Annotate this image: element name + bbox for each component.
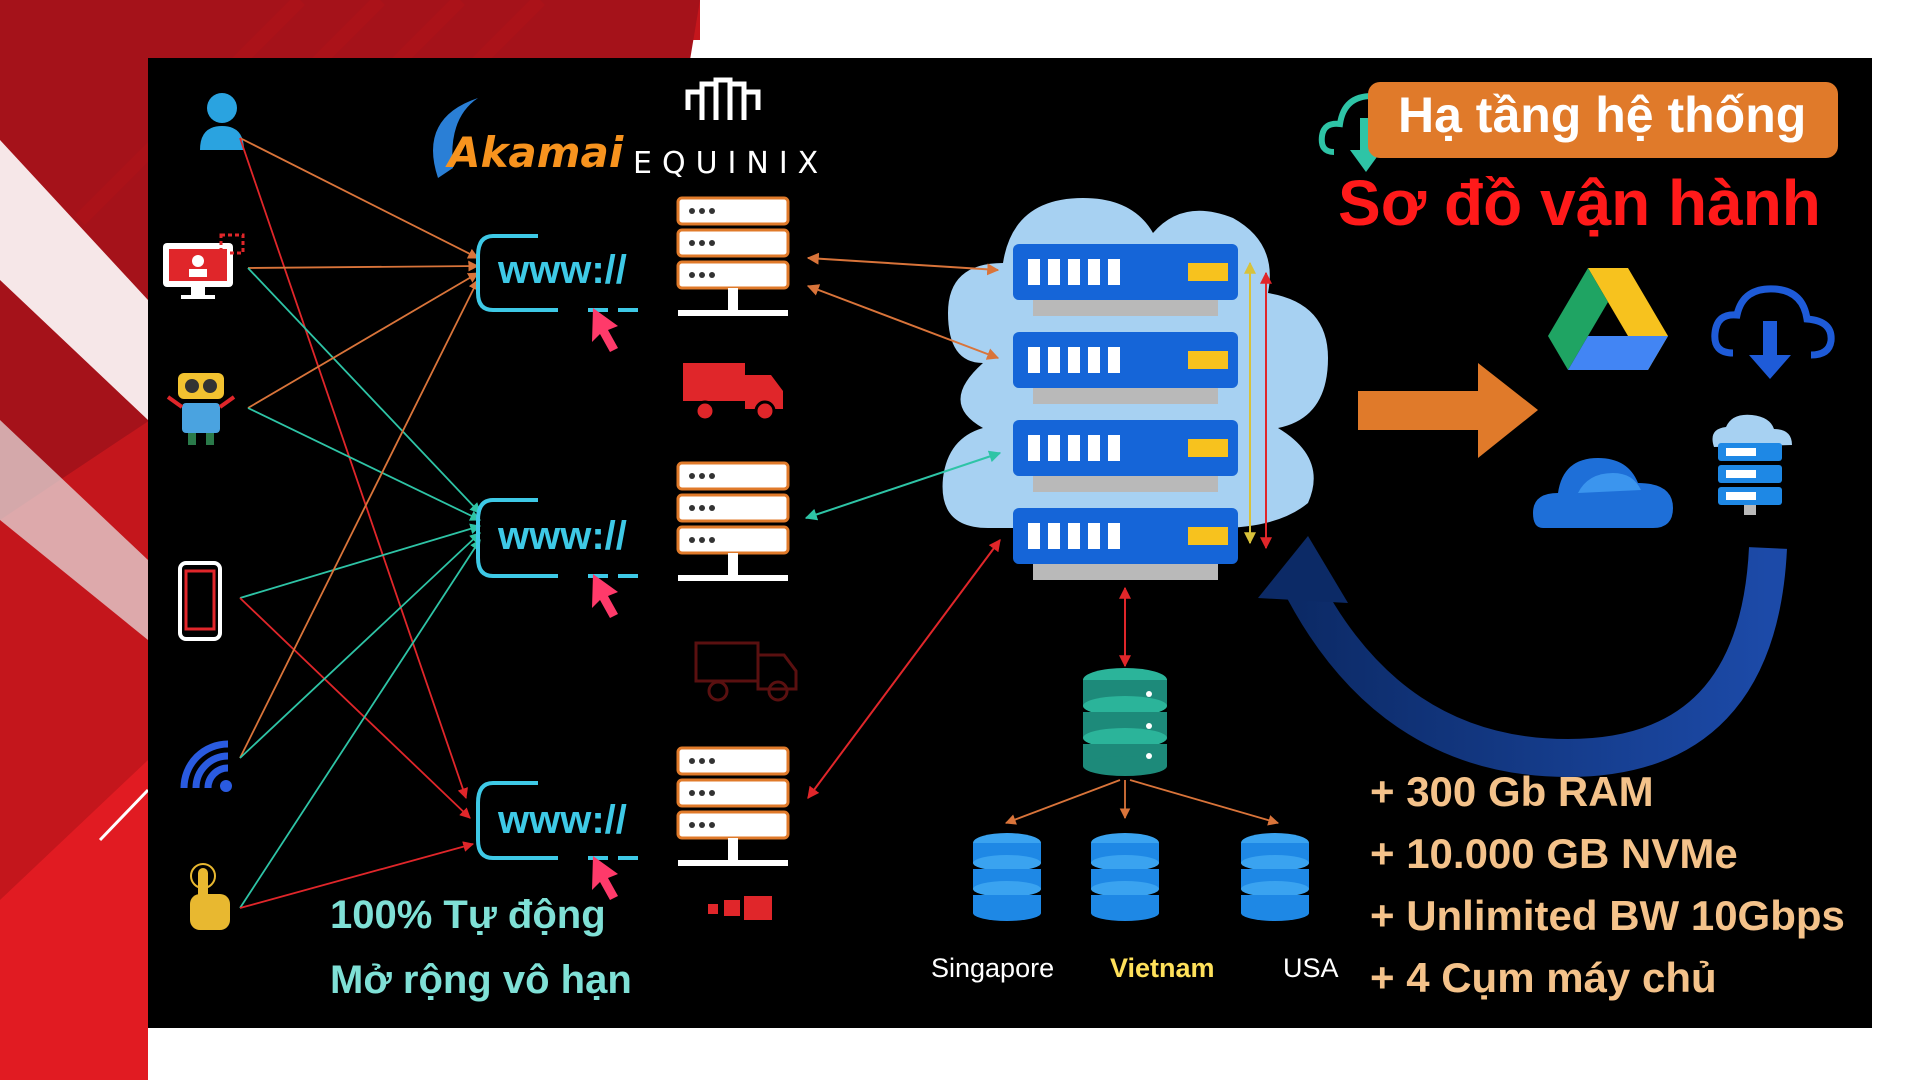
title-line-1: Hạ tầng hệ thống [1398, 87, 1807, 143]
database-icon [1083, 668, 1167, 776]
backup-arrow [1358, 363, 1538, 458]
truck-icon [694, 641, 798, 702]
equinix-logo-icon [685, 77, 761, 120]
location-vietnam: Vietnam [1110, 953, 1215, 983]
onedrive-icon [1533, 458, 1673, 528]
www-box-2 [476, 498, 638, 618]
title-line-2: Sơ đồ vận hành [1338, 167, 1821, 239]
spec-bandwidth: + Unlimited BW 10Gbps [1370, 892, 1845, 939]
diagram-panel: Akamai EQUINIX www:// www:// www:// Hạ t… [148, 58, 1872, 1028]
cloud-download-icon [1711, 285, 1835, 379]
phone-icon [178, 561, 222, 641]
spec-storage: + 10.000 GB NVMe [1370, 830, 1738, 877]
akamai-logo: Akamai [448, 128, 624, 177]
www-label: www:// [498, 514, 627, 558]
location-singapore: Singapore [931, 953, 1055, 983]
connection-arrows [239, 137, 482, 909]
spec-clusters: + 4 Cụm máy chủ [1370, 954, 1717, 1001]
www-label: www:// [498, 248, 627, 292]
hand-pointer-icon [190, 863, 230, 930]
title-banner [1368, 82, 1838, 158]
truck-icon [708, 896, 772, 920]
diagram-graphics [163, 77, 1835, 930]
return-arrow [1281, 547, 1787, 778]
server-rack-icon [676, 196, 790, 316]
www-label: www:// [498, 798, 627, 842]
www-box-1 [476, 234, 638, 352]
server-rack-icon [676, 461, 790, 581]
truck-icon [683, 363, 783, 422]
spec-ram: + 300 Gb RAM [1370, 768, 1654, 815]
computer-icon [163, 233, 245, 299]
cloud-server-icon [942, 198, 1328, 580]
tagline-2: Mở rộng vô hạn [330, 958, 632, 1002]
server-rack-icon [676, 746, 790, 866]
server-cloud-arrows [804, 252, 1131, 799]
akamai-logo-icon [433, 98, 478, 178]
robot-icon [166, 373, 236, 445]
tagline-1: 100% Tự động [330, 893, 606, 937]
cloud-sync-icon [1712, 414, 1792, 515]
database-icon [1091, 833, 1159, 921]
location-usa: USA [1283, 953, 1339, 983]
wifi-icon [180, 740, 232, 792]
www-box-3 [476, 781, 638, 900]
user-icon [200, 93, 244, 150]
equinix-logo: EQUINIX [633, 146, 829, 181]
db-branch-arrows [1004, 779, 1280, 826]
database-icon [973, 833, 1041, 921]
database-icon [1241, 833, 1309, 921]
google-drive-icon [1548, 268, 1668, 370]
